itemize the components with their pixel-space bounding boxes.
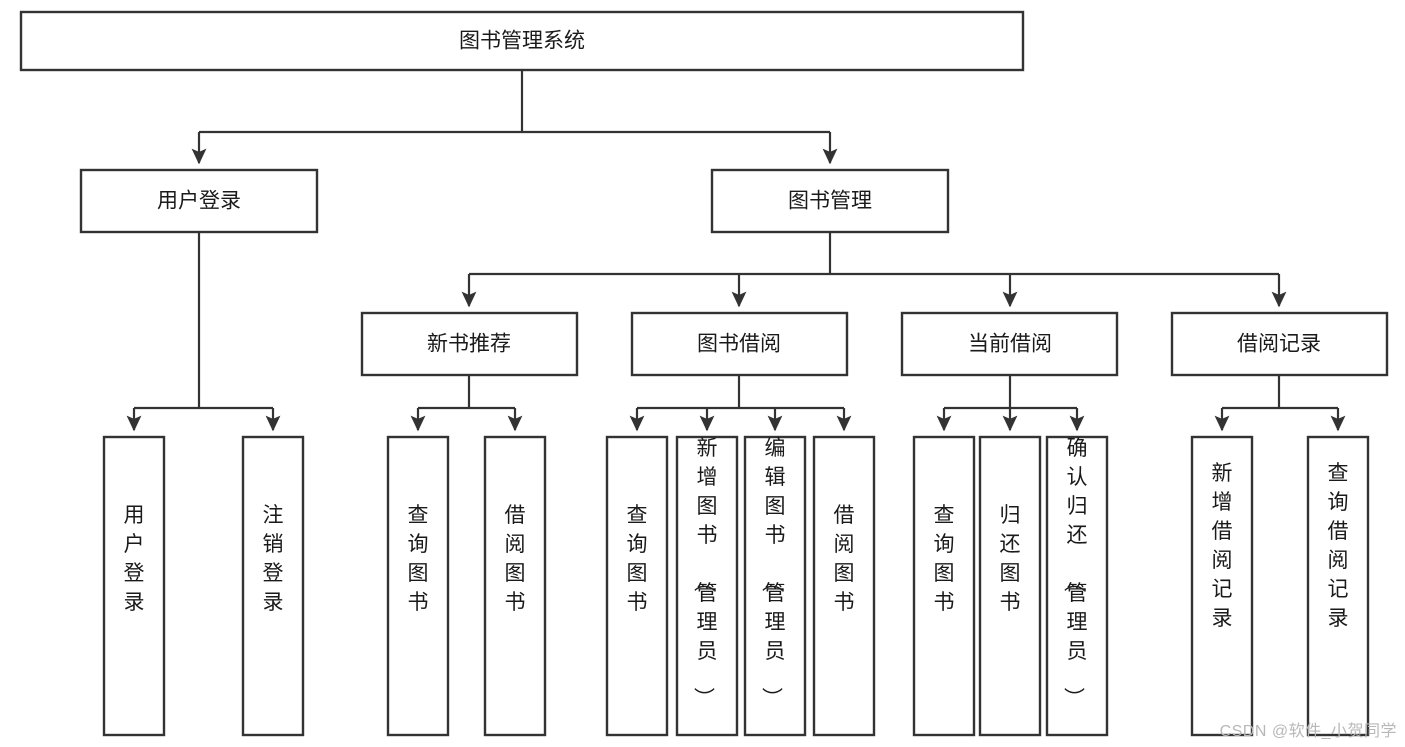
leaf-node[interactable]: 新增借阅记录 bbox=[1190, 435, 1254, 737]
leaf-node[interactable]: 用户登录 bbox=[102, 435, 166, 737]
leaf-bookborrow-add-box[interactable] bbox=[675, 435, 739, 737]
leaf-borrowrecord-query-box[interactable] bbox=[1306, 435, 1370, 737]
leaf-newbook-query-box[interactable] bbox=[386, 435, 450, 737]
leaf-bookborrow-edit-box[interactable] bbox=[743, 435, 807, 737]
leaf-bookborrow-edit-label: 编辑图书（管理员） bbox=[760, 437, 786, 708]
node-book-borrow[interactable]: 图书借阅 bbox=[630, 311, 849, 377]
node-user-login-label: 用户登录 bbox=[157, 190, 241, 213]
leaf-node[interactable]: 查询图书 bbox=[605, 435, 669, 737]
leaf-currentborrow-query-box[interactable] bbox=[912, 435, 976, 737]
leaf-currentborrow-query-label: 查询图书 bbox=[934, 504, 955, 614]
leaf-node[interactable]: 确认归还（管理员） bbox=[1045, 435, 1109, 737]
leaf-node[interactable]: 查询图书 bbox=[912, 435, 976, 737]
leaf-node[interactable]: 归还图书 bbox=[978, 435, 1042, 737]
leaf-borrowrecord-add-box[interactable] bbox=[1190, 435, 1254, 737]
node-borrow-record-label: 借阅记录 bbox=[1237, 333, 1321, 356]
leaf-bookborrow-borrow-label: 借阅图书 bbox=[834, 504, 855, 614]
node-book-borrow-box[interactable] bbox=[630, 311, 849, 377]
node-borrow-record-box[interactable] bbox=[1170, 311, 1389, 377]
leaf-node[interactable]: 注销登录 bbox=[241, 435, 305, 737]
leaf-user-login-label: 用户登录 bbox=[124, 504, 145, 614]
node-current-borrow-box[interactable] bbox=[900, 311, 1119, 377]
node-user-login-box[interactable] bbox=[79, 168, 319, 234]
node-current-borrow[interactable]: 当前借阅 bbox=[900, 311, 1119, 377]
leaf-newbook-borrow-box[interactable] bbox=[483, 435, 547, 737]
node-user-login[interactable]: 用户登录 bbox=[79, 168, 319, 234]
node-book-manage-box[interactable] bbox=[710, 168, 950, 234]
leaf-newbook-borrow-label: 借阅图书 bbox=[505, 504, 526, 614]
leaf-bookborrow-query-label: 查询图书 bbox=[627, 504, 648, 614]
leaf-node[interactable]: 新增图书（管理员） bbox=[675, 435, 739, 737]
leaf-newbook-query-label: 查询图书 bbox=[408, 504, 429, 614]
node-root-label: 图书管理系统 bbox=[459, 30, 585, 53]
node-borrow-record[interactable]: 借阅记录 bbox=[1170, 311, 1389, 377]
leaf-bookborrow-borrow-box[interactable] bbox=[812, 435, 876, 737]
leaf-logout-box[interactable] bbox=[241, 435, 305, 737]
node-new-book-recommend[interactable]: 新书推荐 bbox=[360, 311, 579, 377]
leaf-node[interactable]: 借阅图书 bbox=[483, 435, 547, 737]
node-book-manage-label: 图书管理 bbox=[788, 190, 872, 213]
node-book-manage[interactable]: 图书管理 bbox=[710, 168, 950, 234]
node-new-book-recommend-label: 新书推荐 bbox=[427, 333, 511, 356]
leaf-currentborrow-confirm-box[interactable] bbox=[1045, 435, 1109, 737]
leaf-node[interactable]: 查询借阅记录 bbox=[1306, 435, 1370, 737]
leaf-bookborrow-add-label: 新增图书（管理员） bbox=[692, 437, 718, 708]
edges-layer bbox=[126, 70, 1346, 432]
nodes-layer: 图书管理系统 用户登录 图书管理 新书推荐 图书借阅 当前 bbox=[19, 10, 1389, 737]
leaf-currentborrow-return-label: 归还图书 bbox=[1000, 504, 1021, 614]
leaf-borrowrecord-query-label: 查询借阅记录 bbox=[1328, 462, 1349, 630]
leaf-node[interactable]: 编辑图书（管理员） bbox=[743, 435, 807, 737]
csdn-watermark: CSDN @软件_小贺同学 bbox=[1219, 723, 1397, 740]
leaf-user-login-box[interactable] bbox=[102, 435, 166, 737]
leaf-node[interactable]: 借阅图书 bbox=[812, 435, 876, 737]
node-root-box[interactable] bbox=[19, 10, 1025, 72]
leaf-node[interactable]: 查询图书 bbox=[386, 435, 450, 737]
leaf-bookborrow-query-box[interactable] bbox=[605, 435, 669, 737]
node-current-borrow-label: 当前借阅 bbox=[968, 333, 1052, 356]
node-book-borrow-label: 图书借阅 bbox=[697, 333, 781, 356]
node-new-book-recommend-box[interactable] bbox=[360, 311, 579, 377]
leaf-currentborrow-return-box[interactable] bbox=[978, 435, 1042, 737]
leaf-borrowrecord-add-label: 新增借阅记录 bbox=[1212, 462, 1233, 630]
leaf-logout-label: 注销登录 bbox=[263, 504, 284, 614]
leaf-currentborrow-confirm-label: 确认归还（管理员） bbox=[1062, 437, 1088, 708]
node-root[interactable]: 图书管理系统 bbox=[19, 10, 1025, 72]
